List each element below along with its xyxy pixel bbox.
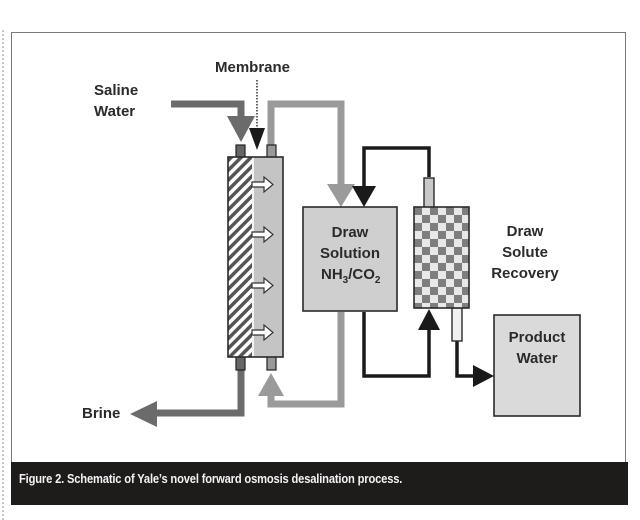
- saline-label-line2: Water: [94, 103, 135, 120]
- draw-solution-tank: Draw Solution NH3/CO2: [302, 206, 398, 312]
- saline-inlet-pipe: [171, 100, 255, 142]
- product-arrow-icon: [473, 365, 494, 387]
- figure-caption: Figure 2. Schematic of Yale’s novel forw…: [19, 471, 403, 486]
- membrane-nozzle-top-left: [235, 144, 246, 159]
- membrane-nozzle-bottom-right: [266, 355, 277, 371]
- flux-arrow-icon: [251, 323, 274, 342]
- draw-side-channel: [253, 157, 283, 357]
- feed-side-channel: [228, 157, 253, 357]
- saline-label-line1: Saline: [94, 82, 138, 99]
- draw-return-arrow-icon: [258, 373, 284, 396]
- brine-label: Brine: [82, 405, 120, 422]
- saline-water-label: Saline Water: [94, 82, 138, 120]
- draw-solution-label-line1: Draw: [332, 224, 369, 241]
- membrane-module: [227, 144, 284, 371]
- recovery-nozzle-top: [423, 177, 435, 209]
- draw-solution-label-line2: Solution: [320, 245, 380, 262]
- recovery-return-pipe: [362, 309, 440, 378]
- caption-bar: [11, 462, 628, 505]
- to-tank-arrow-icon: [352, 186, 376, 207]
- draw-solute-recovery-label: Draw Solute Recovery: [491, 223, 559, 282]
- membrane-pointer-arrow-icon: [249, 128, 265, 150]
- diluted-draw-arrow-icon: [327, 184, 355, 207]
- membrane-nozzle-top-right: [266, 144, 277, 159]
- to-recovery-arrow-icon: [418, 309, 440, 330]
- draw-solution-formula: NH3/CO2: [321, 266, 381, 286]
- product-pipe: [455, 340, 494, 387]
- recovery-label-line1: Draw: [507, 223, 544, 240]
- product-label-line1: Product: [509, 329, 566, 346]
- page-edge-dots: [2, 30, 4, 520]
- recovery-label-line3: Recovery: [491, 265, 559, 282]
- draw-return-pipe: [258, 312, 345, 408]
- product-label-line2: Water: [516, 350, 557, 367]
- brine-outlet-arrow-icon: [130, 401, 157, 427]
- draw-solute-recovery-column: [413, 177, 470, 342]
- flux-arrow-icon: [251, 175, 274, 194]
- membrane-nozzle-bottom-left: [235, 355, 246, 371]
- product-water-tank: Product Water: [493, 314, 581, 417]
- flux-arrow-icon: [251, 225, 274, 244]
- saline-inlet-arrow-icon: [227, 116, 255, 142]
- to-recovery-pipe: [352, 146, 431, 207]
- diluted-draw-pipe: [267, 100, 355, 207]
- flux-arrow-icon: [251, 276, 274, 295]
- recovery-label-line2: Solute: [502, 244, 548, 261]
- recovery-nozzle-bottom: [451, 307, 463, 342]
- brine-outlet-pipe: [130, 370, 245, 427]
- membrane-label: Membrane: [215, 59, 290, 76]
